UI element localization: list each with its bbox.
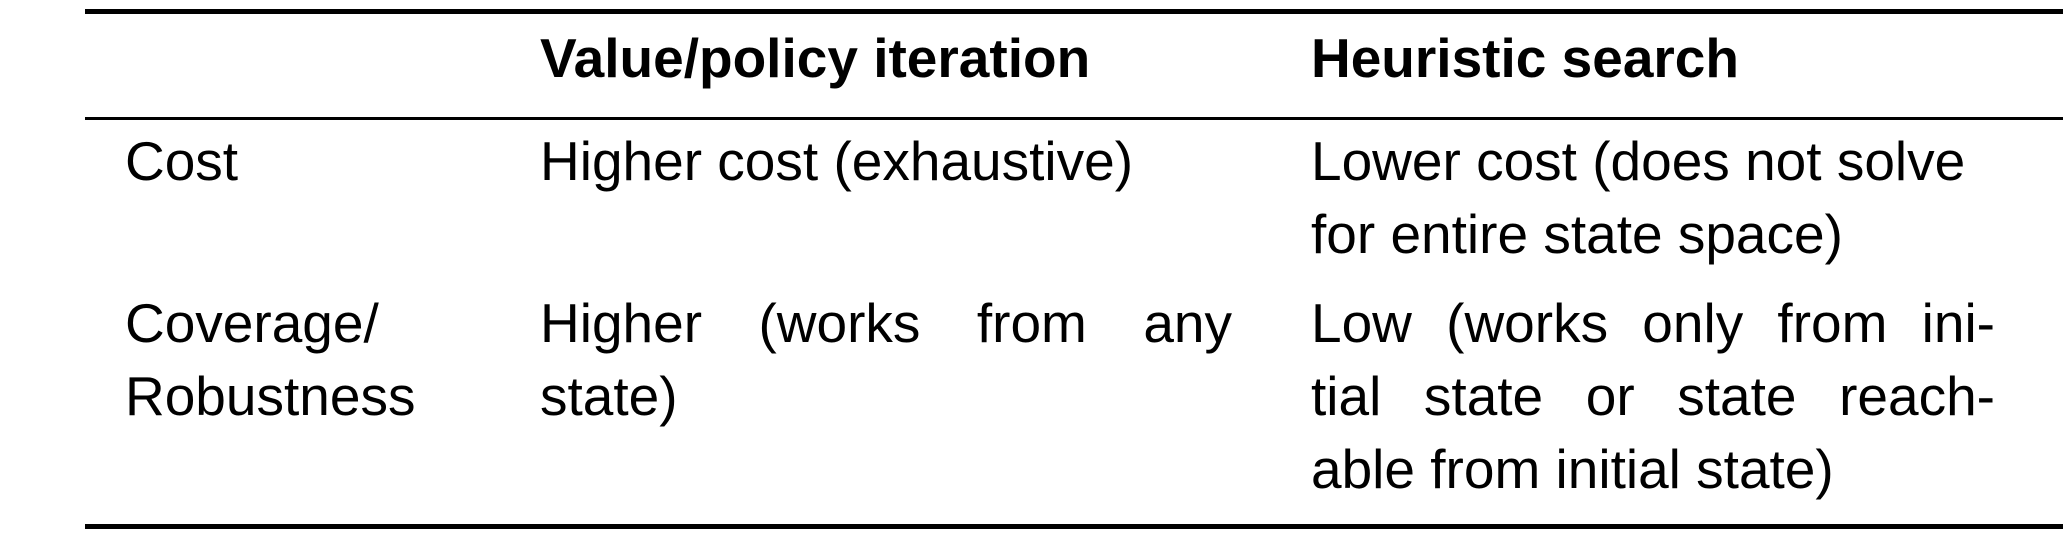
cell-line: able from initial state)	[1311, 438, 1834, 500]
cell-line: for entire state space)	[1311, 203, 1843, 265]
cost-value-policy-cell: Higher cost (exhaustive)	[540, 125, 1133, 198]
coverage-heuristic-cell: Low (works only from ini- tial state or …	[1311, 287, 1995, 506]
table-bottom-rule	[85, 524, 2063, 529]
table-top-rule	[85, 9, 2063, 14]
row-label-line: Coverage/	[125, 292, 379, 354]
cell-line: Lower cost (does not solve	[1311, 130, 1966, 192]
row-label-cost: Cost	[125, 125, 238, 198]
header-value-policy-iteration: Value/policy iteration	[540, 27, 1091, 89]
cell-line-justified: Higher (works from any	[540, 292, 1232, 354]
header-heuristic-search: Heuristic search	[1311, 27, 1739, 89]
comparison-table: Value/policy iteration Heuristic search …	[85, 0, 2063, 540]
cell-line: state)	[540, 365, 678, 427]
coverage-value-policy-cell: Higher (works from any state)	[540, 287, 1232, 433]
row-label-coverage-robustness: Coverage/ Robustness	[125, 287, 415, 433]
cell-line-justified: tial state or state reach-	[1311, 365, 1995, 427]
cost-heuristic-cell: Lower cost (does not solve for entire st…	[1311, 125, 2011, 271]
table-header-rule	[85, 117, 2063, 120]
row-label-line: Cost	[125, 130, 239, 192]
cell-line-justified: Low (works only from ini-	[1311, 292, 1995, 354]
row-label-line: Robustness	[125, 365, 416, 427]
cell-line: Higher cost (exhaustive)	[540, 130, 1134, 192]
